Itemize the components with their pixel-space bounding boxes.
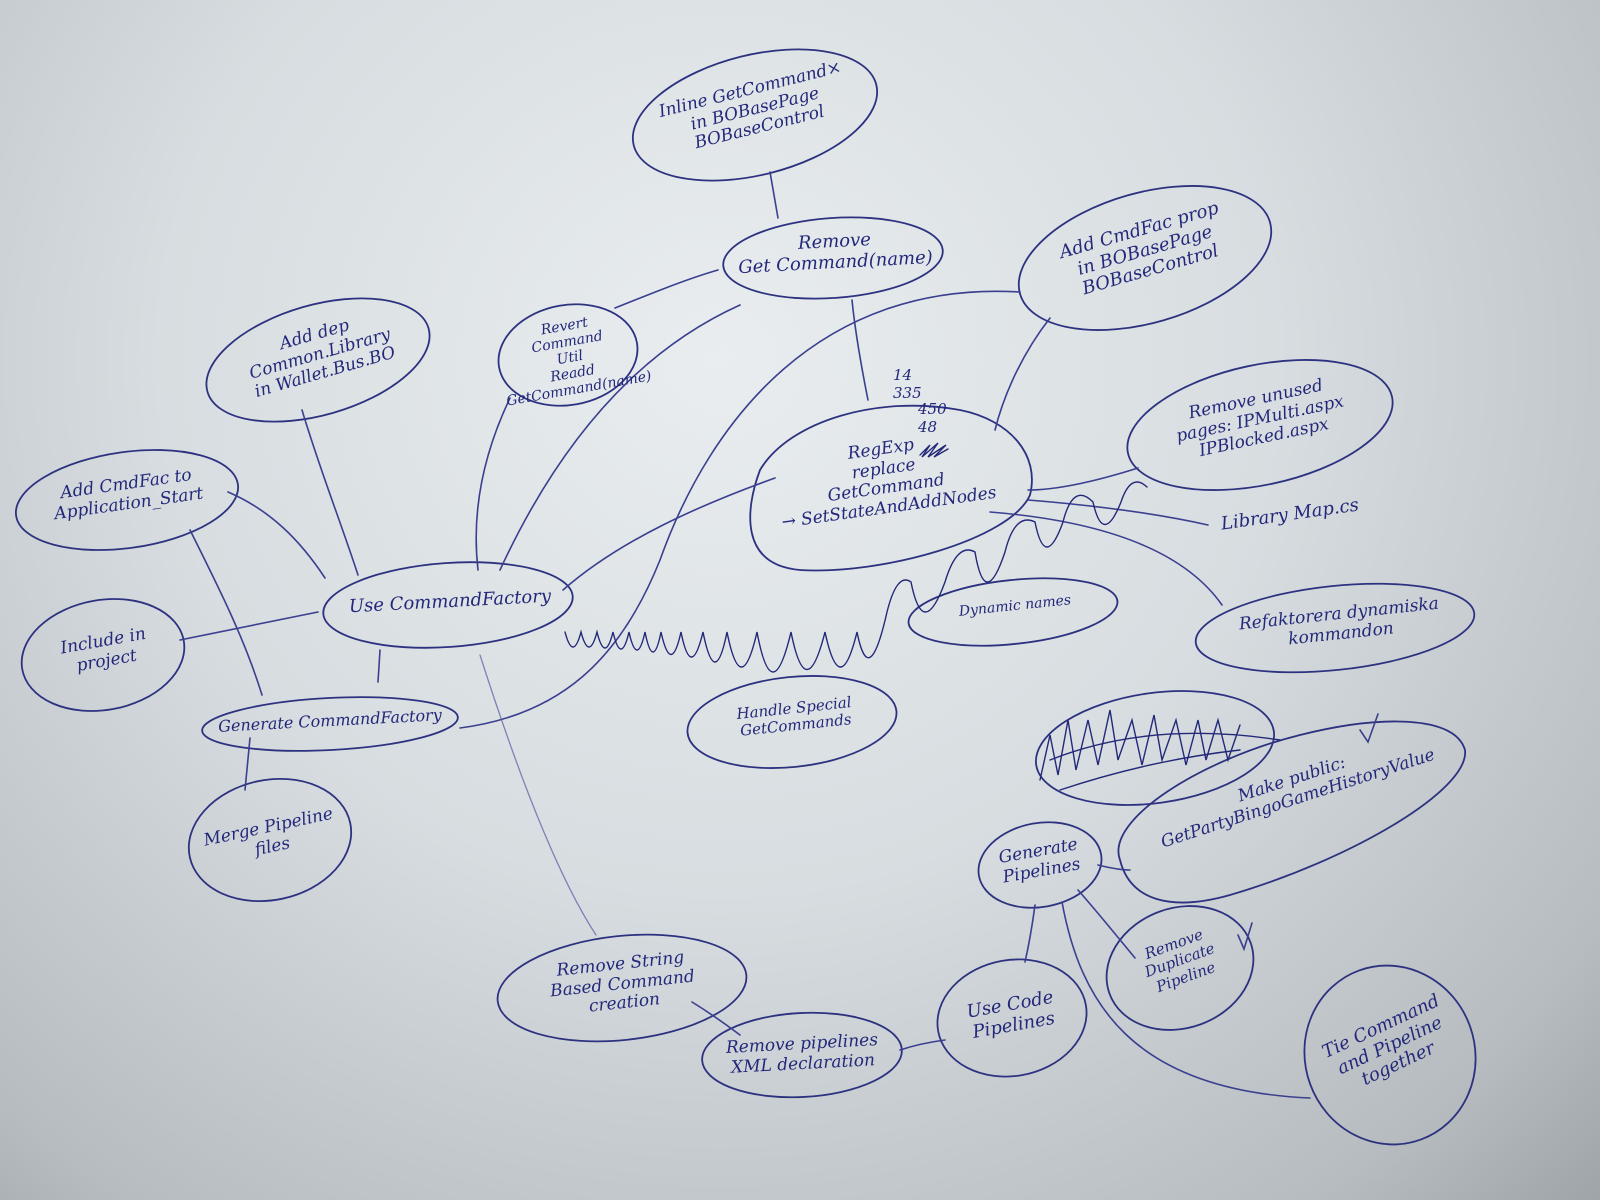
edge-removexml-to-usecode (899, 1039, 946, 1051)
edge-usecf-to-removestring (479, 654, 597, 936)
bubble-remove-getcommand (722, 216, 944, 300)
bubble-handle-special (686, 675, 898, 769)
edge-usecf-to-remove (499, 304, 741, 571)
bubble-refaktorera (1194, 582, 1476, 674)
edge-usecf-to-revert (475, 397, 511, 571)
edge-regexp-to-cmdfacprop (994, 317, 1051, 431)
edge-usecf-to-generatecf (377, 649, 381, 683)
check-mark-remove-duplicate (1237, 922, 1253, 952)
check-mark-make-public (1359, 713, 1379, 744)
regexp-count-3: 450 (918, 400, 947, 418)
handle-special-loops (564, 481, 1148, 673)
edge-remove-to-inline (769, 171, 779, 219)
edge-genpipelines-to-makepublic (1097, 864, 1131, 871)
bubble-generate-pipelines (977, 821, 1103, 909)
regexp-count-4: 48 (918, 418, 938, 436)
regexp-count-2: 335 (893, 384, 922, 402)
bubble-tie-command (1303, 964, 1477, 1146)
regexp-scribble (919, 442, 949, 458)
bubble-use-code-pipelines (936, 958, 1088, 1078)
edge-usecode-to-genpipelines (1024, 904, 1036, 963)
bubble-scribbled-node (1035, 690, 1275, 806)
edge-genpipelines-to-tie (1061, 901, 1311, 1099)
regexp-count-1: 14 (893, 366, 913, 384)
bubble-add-cmdfac-app (14, 449, 240, 551)
edge-cmdfacprop-loop-to-generatecf (459, 290, 1021, 729)
edge-regexp-to-remove (851, 299, 869, 401)
bubble-add-cmdfac-prop (1017, 185, 1273, 331)
bubble-revert-command (497, 303, 639, 407)
edge-removexml-to-removestring (691, 1001, 741, 1036)
bubble-dynamic-names (907, 577, 1119, 647)
edge-genpipelines-to-removeduplicate (1077, 889, 1136, 959)
bubble-generate-commandfactory (201, 696, 459, 752)
edge-addcmdfacapp-to-generatecf (189, 529, 263, 696)
edge-usecf-to-addcmdfacapp (227, 491, 326, 579)
scribbled-out-text (1039, 709, 1281, 791)
bubble-regexp (749, 404, 1033, 572)
bubble-make-public (1117, 720, 1466, 904)
bubble-merge-pipeline (187, 777, 353, 903)
edge-revert-to-remove (614, 269, 719, 309)
edge-regexp-to-removeunused (1027, 467, 1139, 491)
edge-regexp-to-refaktorera (989, 511, 1223, 606)
edge-regexp-to-librarymap (1027, 499, 1209, 526)
bubble-remove-string (496, 933, 748, 1043)
edge-usecf-to-regexp (562, 477, 776, 591)
edge-usecf-to-include (179, 611, 319, 641)
edge-generatecf-to-merge (244, 737, 251, 791)
bubble-add-dep (205, 297, 431, 423)
bubble-include-project (20, 598, 186, 712)
edge-usecf-to-adddep (301, 409, 359, 576)
bubble-remove-duplicate (1105, 905, 1255, 1031)
bubble-use-commandfactory (322, 561, 574, 649)
bubble-remove-unused (1126, 359, 1394, 491)
